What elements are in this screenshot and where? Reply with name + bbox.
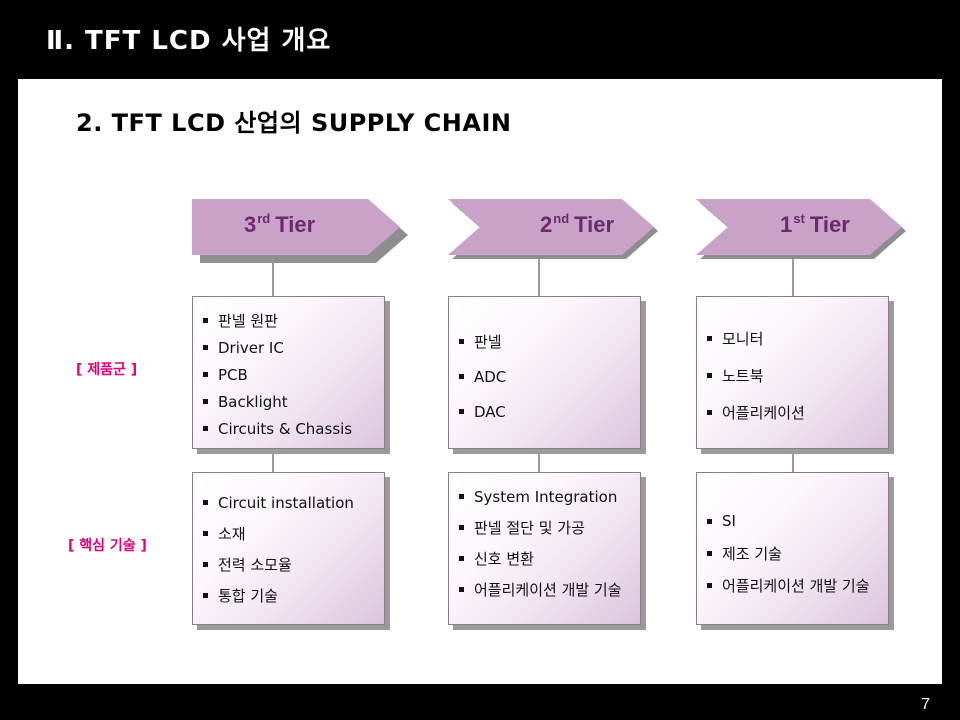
connector-line [272,259,274,297]
tier-2-products-box: 판넬 ADC DAC [448,296,641,449]
connector-line [538,449,540,473]
list-item: 신호 변환 [459,543,634,574]
list-item: System Integration [459,481,634,512]
list-item: 판넬 원판 [203,307,378,334]
slide-title: Ⅱ. TFT LCD 사업 개요 [46,26,332,56]
list-item: ADC [459,359,634,394]
list-item: 판넬 절단 및 가공 [459,512,634,543]
list-item: 어플리케이션 개발 기술 [707,569,882,601]
list-item: SI [707,505,882,537]
list-item: Backlight [203,388,378,415]
slide-content: 2. TFT LCD 산업의 SUPPLY CHAIN [ 제품군 ] [ 핵심… [18,79,942,684]
list-item: PCB [203,361,378,388]
connector-line [538,259,540,297]
tier-3-products-box: 판넬 원판 Driver IC PCB Backlight Circuits &… [192,296,385,449]
page-number: 7 [921,696,930,713]
list-item: 모니터 [707,320,882,357]
connector-line [272,449,274,473]
list-item: DAC [459,394,634,429]
list-item: 통합 기술 [203,580,378,611]
list-item: Circuits & Chassis [203,415,378,442]
list-item: 판넬 [459,324,634,359]
tier-3-tech-box: Circuit installation 소재 전력 소모율 통합 기술 [192,472,385,625]
row-label-products: [ 제품군 ] [76,362,138,378]
connector-line [792,449,794,473]
list-item: 어플리케이션 개발 기술 [459,574,634,605]
section-title: 2. TFT LCD 산업의 SUPPLY CHAIN [76,109,512,137]
list-item: Circuit installation [203,487,378,518]
list-item: 제조 기술 [707,537,882,569]
row-label-core-tech: [ 핵심 기술 ] [68,538,147,554]
tier-1-tech-box: SI 제조 기술 어플리케이션 개발 기술 [696,472,889,625]
tier-2-tech-box: System Integration 판넬 절단 및 가공 신호 변환 어플리케… [448,472,641,625]
list-item: 소재 [203,518,378,549]
list-item: Driver IC [203,334,378,361]
connector-line [792,259,794,297]
list-item: 전력 소모율 [203,549,378,580]
list-item: 어플리케이션 [707,394,882,431]
list-item: 노트북 [707,357,882,394]
tier-1-products-box: 모니터 노트북 어플리케이션 [696,296,889,449]
